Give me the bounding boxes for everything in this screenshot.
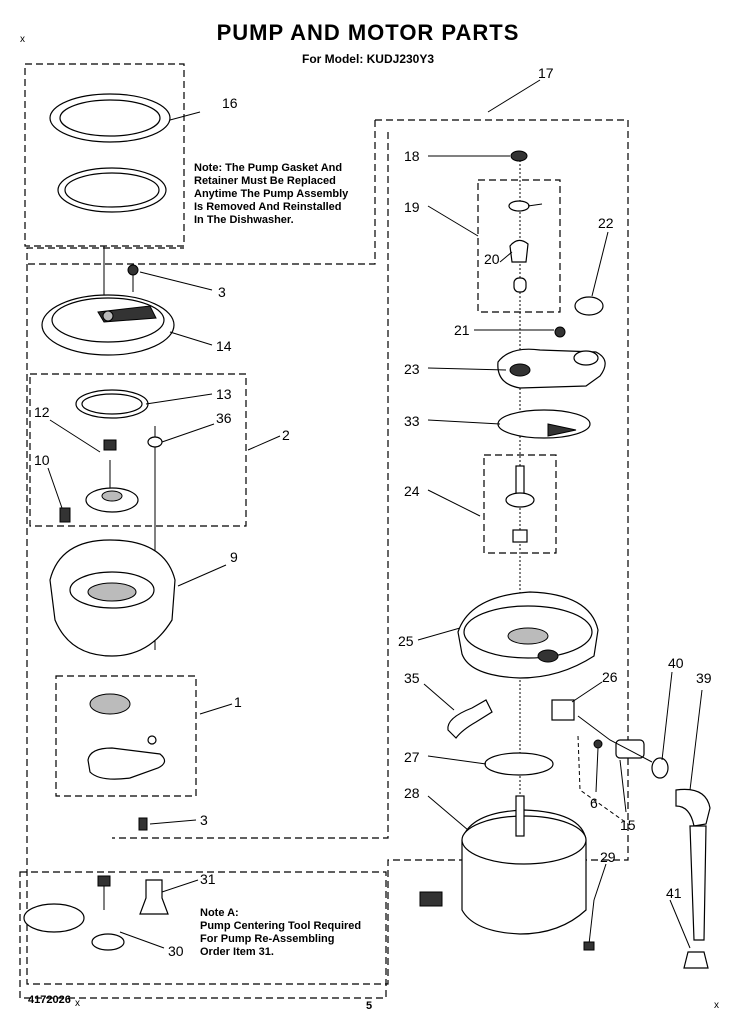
callout-24: 24 [404,483,420,499]
screw-10 [59,507,71,523]
callout-14: 14 [216,338,232,354]
page-number: 5 [366,1000,373,1012]
assembly-outline-17 [26,119,629,985]
callout-28: 28 [404,785,420,801]
callout-17: 17 [538,65,554,81]
housing-base-1 [87,747,166,780]
centering-tool-31 [139,879,169,915]
callout-2: 2 [282,427,290,443]
group-box-19 [477,179,561,313]
screw-3 [127,264,139,276]
screw-29 [583,941,595,951]
callout-35: 35 [404,670,420,686]
callout-30: 30 [168,943,184,959]
gasket-33 [497,409,591,439]
gasket-30 [23,903,85,933]
callout-6: 6 [590,795,598,811]
callout-18: 18 [404,148,420,164]
callout-39: 39 [696,670,712,686]
group-box-30 [19,871,387,999]
part-6 [593,739,603,749]
nut-18 [510,150,528,162]
o-ring-22 [574,296,604,316]
callout-20: 20 [484,251,500,267]
callout-9: 9 [230,549,238,565]
note-a: Note A: Pump Centering Tool Required For… [200,907,362,958]
screw-12 [103,439,117,451]
callout-41: 41 [666,885,682,901]
callout-27: 27 [404,749,420,765]
hose-35 [447,699,493,739]
callout-12: 12 [34,404,50,420]
corner-mark-bottom-right: x [714,1000,719,1011]
callout-21: 21 [454,322,470,338]
callout-31: 31 [200,871,216,887]
callout-29: 29 [600,849,616,865]
document-code: 4172026 [28,994,71,1006]
page-title: PUMP AND MOTOR PARTS [216,20,520,45]
callout-25: 25 [398,633,414,649]
group-box-24 [483,454,557,554]
clamp-40 [651,757,669,779]
callout-22: 22 [598,215,614,231]
gasket-note: Note: The Pump Gasket And Retainer Must … [194,162,349,226]
cam-20 [509,239,529,263]
seal-36 [147,436,163,448]
group-box-2 [29,373,247,527]
screw-21 [554,326,566,338]
valve-15 [615,739,645,759]
callout-15: 15 [620,817,636,833]
callout-10: 10 [34,452,50,468]
callout-3-bottom: 3 [200,812,208,828]
callout-26: 26 [602,669,618,685]
callout-3: 3 [218,284,226,300]
slinger-27 [484,752,554,776]
elbow-39 [675,788,711,827]
callout-33: 33 [404,413,420,429]
callout-23: 23 [404,361,420,377]
shaft-24 [515,465,525,495]
group-box-1 [55,675,197,797]
model-subtitle: For Model: KUDJ230Y3 [301,52,435,66]
callout-19: 19 [404,199,420,215]
callout-1: 1 [234,694,242,710]
doc-code-mark: x [75,998,80,1009]
filter-1 [89,693,131,715]
screw-3-bottom [138,817,148,831]
callout-13: 13 [216,386,232,402]
corner-mark-top-left: x [20,34,25,45]
hose-41 [689,825,707,941]
callout-16: 16 [222,95,238,111]
callout-40: 40 [668,655,684,671]
callout-36: 36 [216,410,232,426]
bracket-26 [551,699,575,721]
group-box-16 [24,63,185,247]
